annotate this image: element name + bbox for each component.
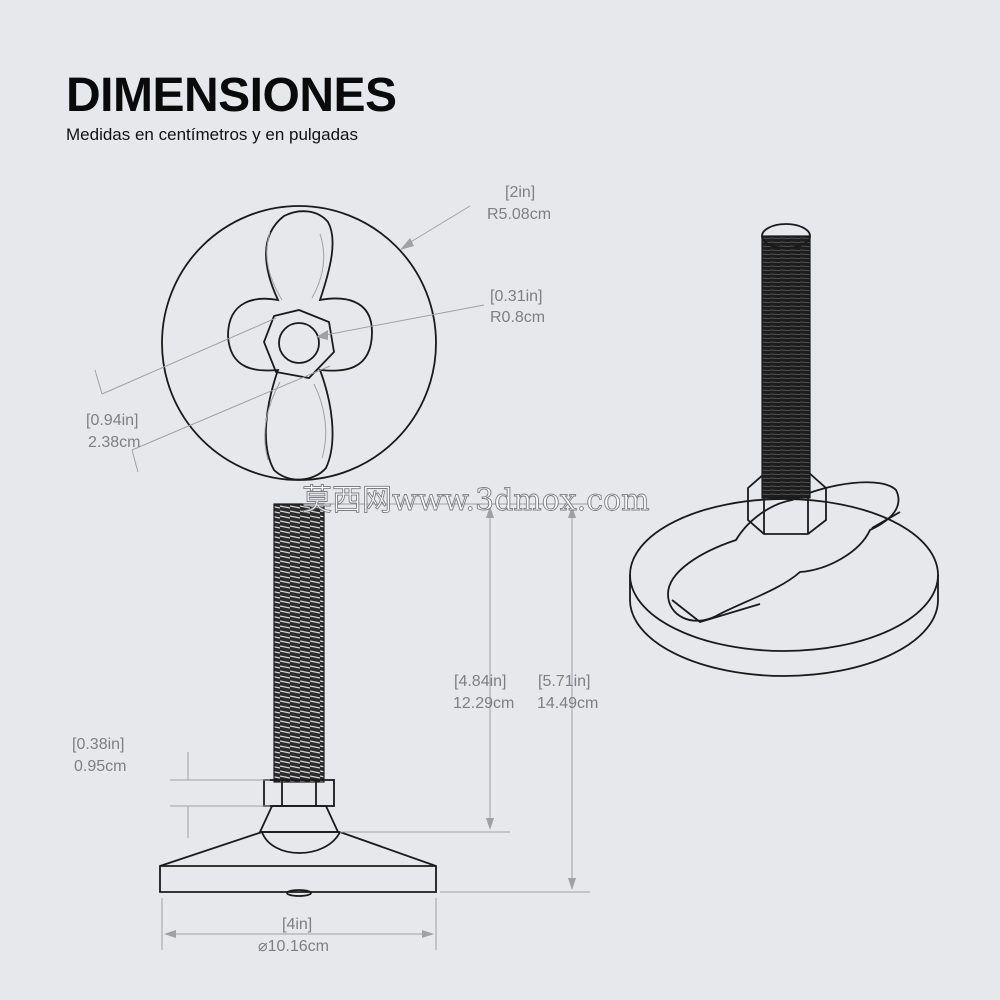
- top-view-base-circle: [161, 205, 437, 481]
- nut-height-cm: 0.95cm: [74, 758, 126, 775]
- iso-base-top: [629, 498, 939, 652]
- total-height-cm: 14.49cm: [537, 695, 598, 712]
- dimension-lines: [94, 205, 590, 950]
- base-radius-inches: [2in]: [505, 184, 535, 201]
- stud-radius-cm: R0.8cm: [490, 309, 545, 326]
- stud-radius-inches: [0.31in]: [490, 288, 542, 305]
- nut-width-inches: [0.94in]: [86, 412, 138, 429]
- iso-threaded-stud: [761, 235, 811, 499]
- stud-length-cm: 12.29cm: [453, 695, 514, 712]
- side-view: [159, 503, 437, 897]
- isometric-view: [629, 223, 939, 677]
- watermark: 莫西网www.3dmox.com: [302, 483, 650, 518]
- side-view-wing-knob: [258, 805, 340, 833]
- iso-base-side: [629, 575, 939, 677]
- base-diameter-inches: [4in]: [282, 916, 312, 933]
- nut-width-cm: 2.38cm: [88, 434, 140, 451]
- total-height-inches: [5.71in]: [538, 673, 590, 690]
- top-view: [161, 205, 437, 481]
- base-diameter-cm: ⌀10.16cm: [258, 938, 329, 955]
- side-view-threaded-stud: [273, 503, 325, 783]
- page-title: DIMENSIONES: [66, 69, 397, 122]
- iso-stud-top: [761, 223, 811, 249]
- top-view-hex-nut: [263, 309, 335, 379]
- nut-height-inches: [0.38in]: [72, 736, 124, 753]
- side-view-base: [159, 831, 437, 893]
- page-subtitle: Medidas en centímetros y en pulgadas: [66, 125, 359, 144]
- top-view-wing-knob: [227, 210, 373, 481]
- iso-wing-knob: [667, 481, 900, 622]
- side-view-hex-nut: [263, 779, 335, 807]
- base-radius-cm: R5.08cm: [487, 206, 551, 223]
- top-view-stud: [278, 322, 320, 364]
- stud-length-inches: [4.84in]: [454, 673, 506, 690]
